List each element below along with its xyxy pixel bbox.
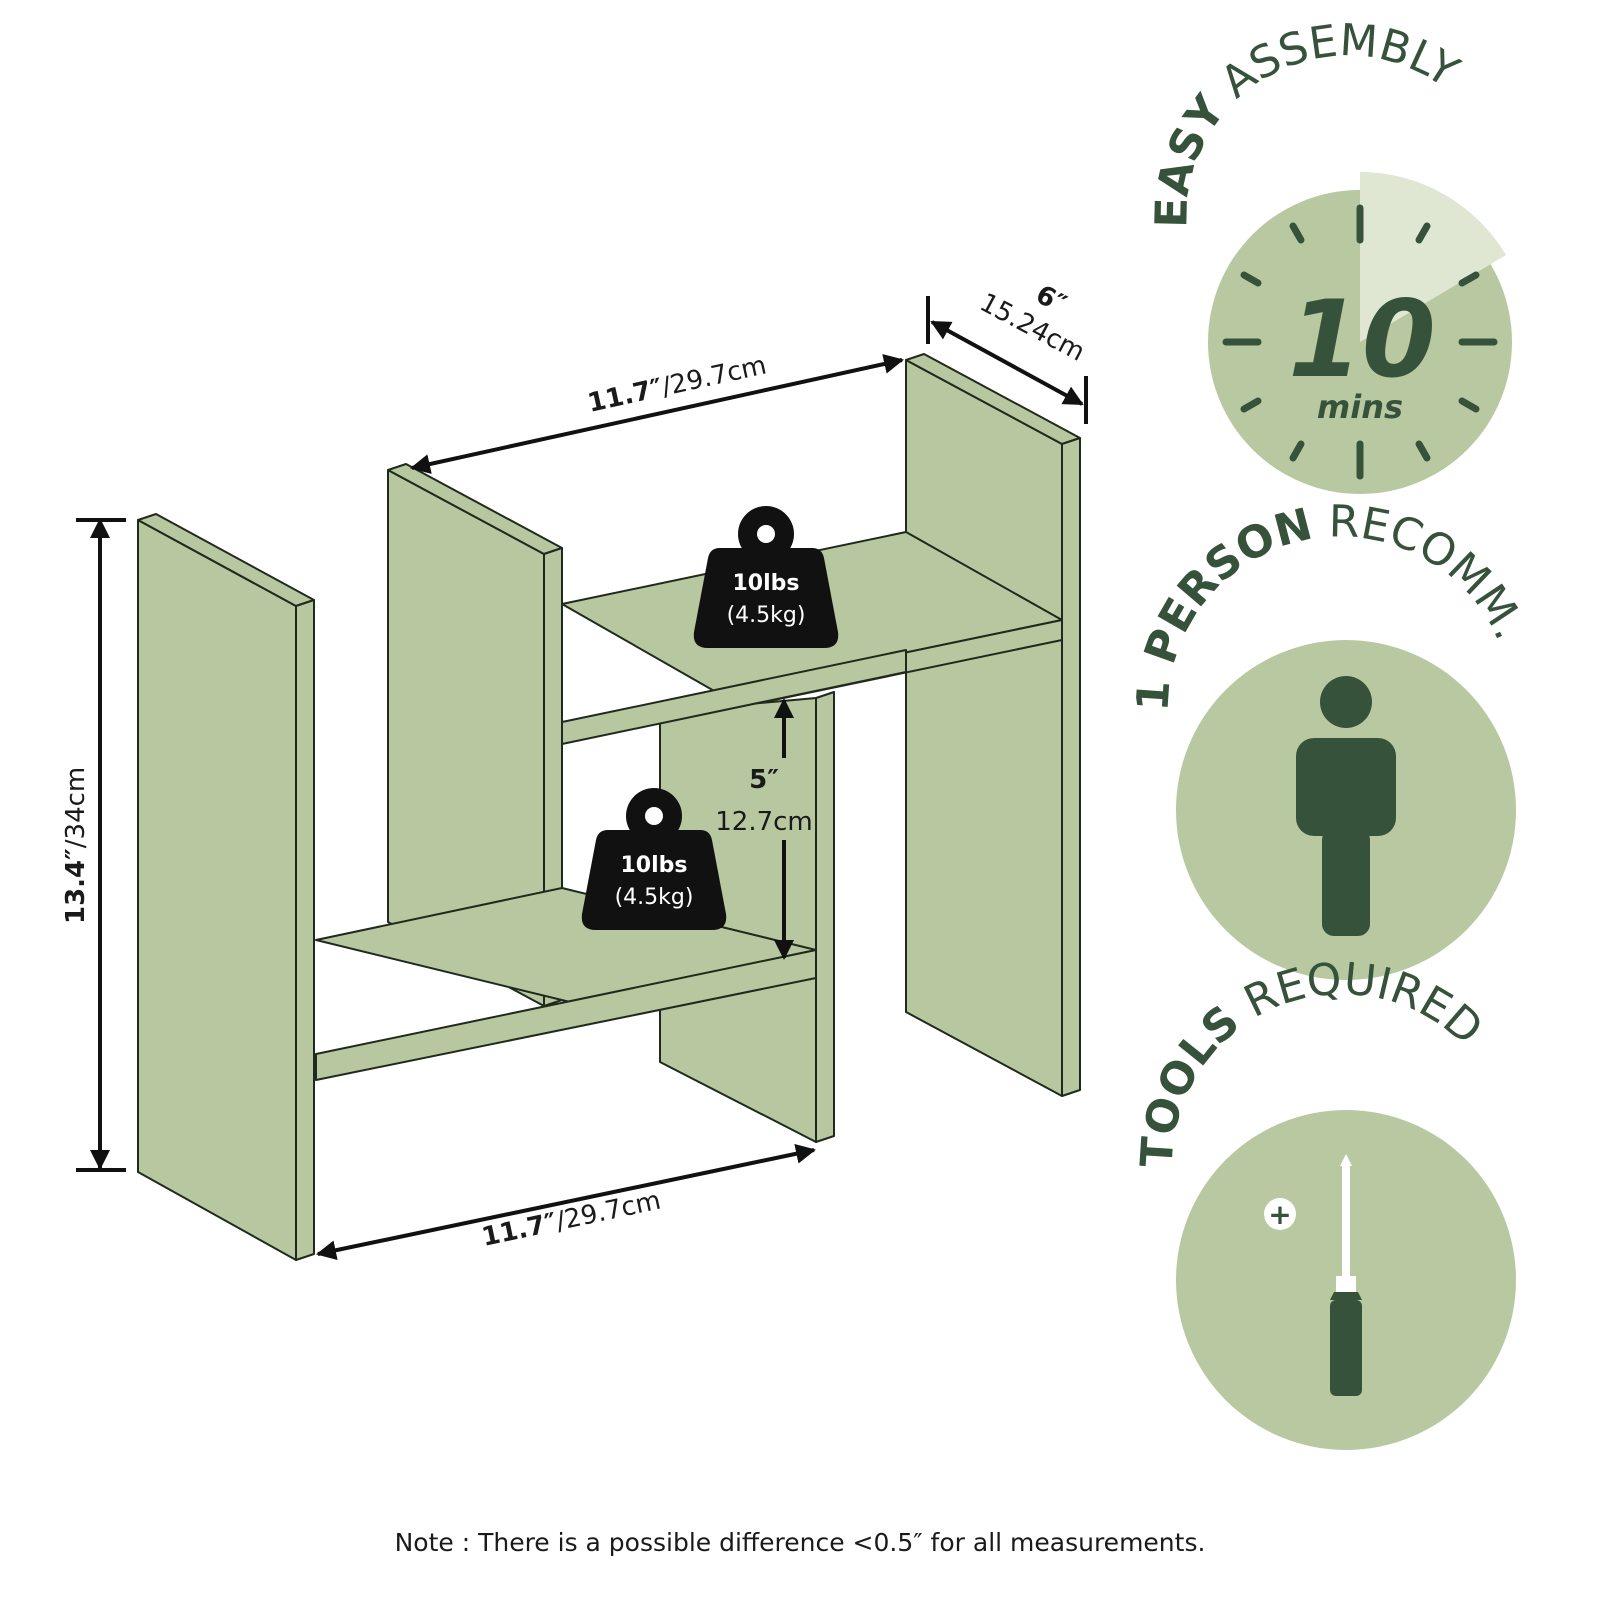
lower-shelf-front [315, 949, 817, 1081]
gap-imperial-label: 5″ [749, 765, 779, 795]
top-width-arrow [410, 354, 904, 474]
left-panel-face [137, 519, 297, 1261]
height-label: 13.4″/34cm [61, 767, 91, 924]
stopwatch-icon: 10 mins [1208, 172, 1512, 494]
dimension-lines [76, 296, 1088, 1261]
weight-icon: 10lbs (4.5kg) [693, 506, 839, 648]
right-panel-side [1061, 437, 1081, 1097]
weight-lbs-label: 10lbs [621, 853, 688, 878]
bottom-width-label: 11.7″/29.7cm [479, 1186, 663, 1253]
upper-shelf-lower-band [561, 649, 907, 745]
tools-required-badge: TOOLS REQUIRED + [1131, 953, 1516, 1450]
plus-sign-label: + [1268, 1198, 1291, 1231]
assembly-minutes-number: 10 [1288, 278, 1436, 401]
right-panel-face [905, 359, 1063, 1097]
assembly-minutes-unit: mins [1317, 388, 1403, 426]
weight-kg-label: (4.5kg) [727, 603, 806, 628]
weight-lbs-label: 10lbs [733, 571, 800, 596]
gap-metric-label: 12.7cm [715, 807, 813, 837]
shelf-unit [137, 353, 1081, 1261]
weight-icon: 10lbs (4.5kg) [581, 788, 727, 930]
left-panel-side [295, 599, 315, 1261]
plus-sign: + [1264, 1198, 1296, 1231]
measurement-note: Note : There is a possible difference <0… [394, 1528, 1206, 1557]
easy-assembly-badge: EASY ASSEMBLY 10 mins [1146, 15, 1512, 494]
screwdriver-icon [1330, 1154, 1362, 1396]
weight-kg-label: (4.5kg) [615, 885, 694, 910]
back-middle-panel-side [815, 691, 835, 1143]
one-person-badge: 1 PERSON RECOMM. [1127, 496, 1535, 980]
depth-arrow [930, 320, 1084, 406]
person-icon [1296, 676, 1396, 936]
bottom-width-arrow [316, 1143, 816, 1261]
